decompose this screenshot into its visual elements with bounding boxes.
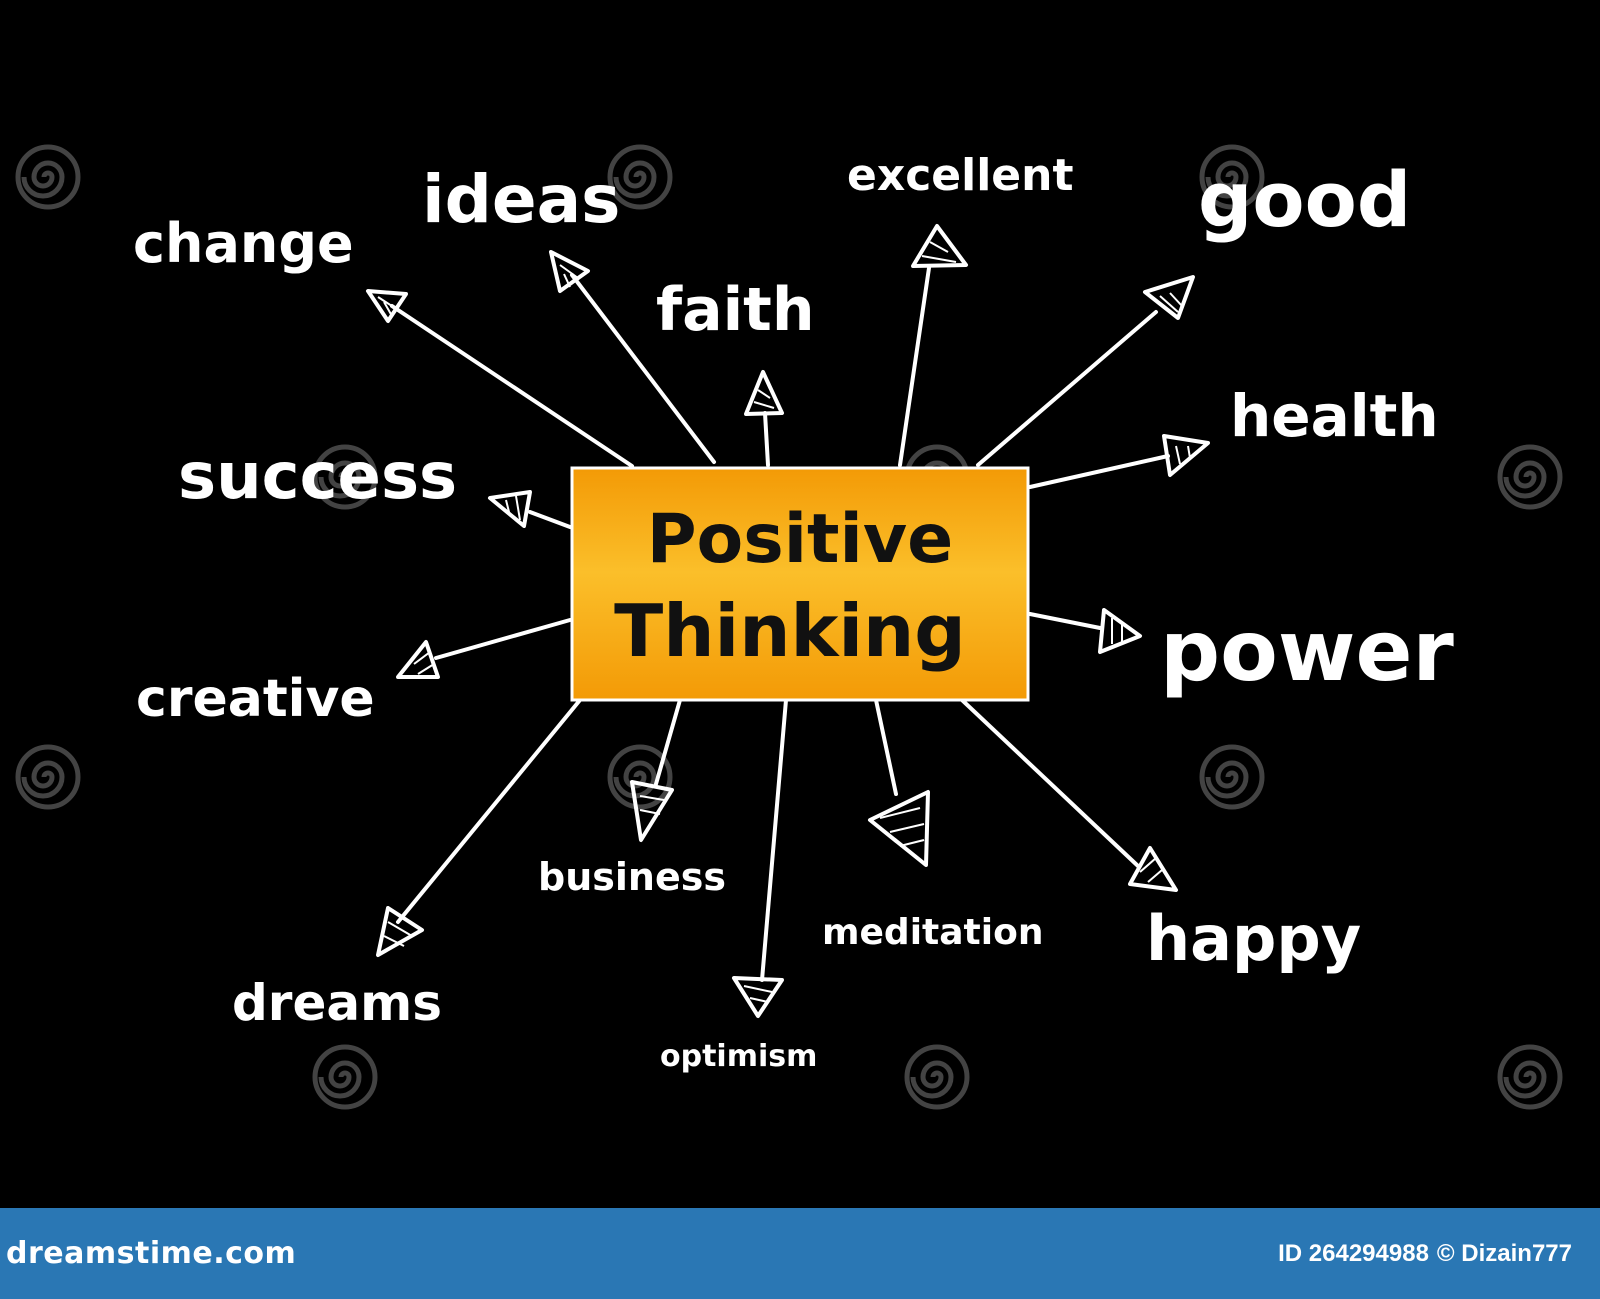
word-excellent: excellent xyxy=(847,150,1074,201)
image-id-label: ID 264294988 xyxy=(1278,1239,1429,1267)
watermark-swirl-icon xyxy=(18,747,78,807)
word-creative: creative xyxy=(136,669,375,729)
word-good: good xyxy=(1198,155,1411,244)
arrow-to-excellent xyxy=(898,224,968,467)
footer-bar: dreamstime.com ID 264294988 © Dizain777 xyxy=(0,1208,1600,1299)
word-power: power xyxy=(1160,602,1454,700)
footer-credit: ID 264294988 © Dizain777 xyxy=(1278,1240,1572,1268)
word-change: change xyxy=(133,212,354,275)
watermark-swirl-icon xyxy=(610,747,670,807)
watermark-swirl-icon xyxy=(1202,747,1262,807)
mind-map-diagram: Positive Thinking change ideas faith exc… xyxy=(0,0,1600,1208)
arrow-to-change xyxy=(366,289,634,468)
central-topic: Positive Thinking xyxy=(570,466,1030,702)
watermark-swirl-icon xyxy=(1500,447,1560,507)
central-title-line1: Positive xyxy=(647,500,954,579)
central-title-line2: Thinking xyxy=(614,589,966,673)
arrow-to-ideas xyxy=(549,250,716,464)
word-optimism: optimism xyxy=(660,1039,817,1074)
word-dreams: dreams xyxy=(232,974,442,1032)
arrow-to-dreams xyxy=(376,698,582,957)
word-faith: faith xyxy=(656,275,815,345)
arrows xyxy=(366,224,1210,1018)
word-happy: happy xyxy=(1146,902,1361,975)
author-credit[interactable]: © Dizain777 xyxy=(1436,1239,1572,1267)
watermark-swirl-icon xyxy=(907,1047,967,1107)
arrow-to-happy xyxy=(960,698,1178,892)
arrow-to-success xyxy=(488,490,572,529)
footer-site-name[interactable]: dreamstime.com xyxy=(6,1236,297,1271)
word-success: success xyxy=(178,440,457,514)
watermark-swirl-icon xyxy=(315,1047,375,1107)
central-box xyxy=(570,466,1030,702)
branch-words: change ideas faith excellent good health… xyxy=(133,150,1454,1074)
word-health: health xyxy=(1230,382,1439,450)
arrow-to-business xyxy=(630,698,682,842)
watermark-swirl-icon xyxy=(18,147,78,207)
arrow-to-creative xyxy=(396,618,572,679)
arrow-to-faith xyxy=(744,370,784,467)
arrow-to-good xyxy=(976,275,1195,467)
watermark-swirl-icon xyxy=(1500,1047,1560,1107)
arrow-to-optimism xyxy=(732,698,788,1018)
arrow-to-meditation xyxy=(868,698,930,867)
word-meditation: meditation xyxy=(822,912,1043,953)
word-ideas: ideas xyxy=(422,161,620,238)
arrow-to-power xyxy=(1028,608,1142,654)
arrow-to-health xyxy=(1028,434,1210,489)
word-business: business xyxy=(538,855,726,899)
